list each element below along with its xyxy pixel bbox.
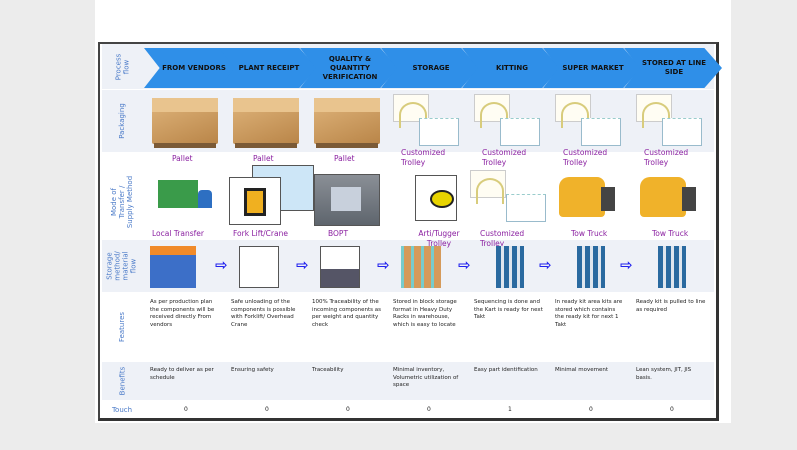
features-text: 100% Traceability of the incoming compon… <box>312 299 381 328</box>
touch-count: 0 <box>427 406 431 413</box>
kit-rack-image <box>658 246 686 288</box>
process-step-2: QUALITY & QUANTITY VERIFICATION <box>300 48 398 88</box>
trolley-drawing-image <box>474 94 510 128</box>
transfer-mode-caption: BOPT <box>328 229 349 238</box>
benefits-text: Traceability <box>312 367 344 373</box>
trolley-drawing-image <box>581 118 621 146</box>
transfer-mode-caption: Fork Lift/Crane <box>233 229 288 238</box>
tow-truck-icon <box>559 177 615 217</box>
touch-count: 0 <box>265 406 269 413</box>
row-label-packaging: Packaging <box>117 103 126 139</box>
row-label-features: Features <box>117 311 126 343</box>
transfer-mode-caption: Tow Truck <box>652 229 689 238</box>
benefits-row-band <box>102 362 714 400</box>
tugger-icon <box>415 175 457 221</box>
trolley-drawing-image <box>555 94 591 128</box>
racks-image <box>401 246 441 288</box>
transfer-mode-caption: Tow Truck <box>571 229 608 238</box>
pallet-box-image <box>314 98 380 148</box>
features-text: Sequencing is done and the Kart is ready… <box>474 299 543 320</box>
flow-arrow-icon: ⇨ <box>377 256 390 274</box>
packaging-caption: Pallet <box>253 154 274 163</box>
truck-cab-icon <box>198 190 212 208</box>
warehouse-image <box>150 246 196 288</box>
process-step-6: STORED AT LINE SIDE <box>624 48 722 88</box>
process-step-4: KITTING <box>462 48 560 88</box>
trolley-drawing-image <box>500 118 540 146</box>
touch-count: 1 <box>508 406 512 413</box>
trolley-drawing-image <box>636 94 672 128</box>
benefits-text: Lean system, JIT, JIS basis. <box>636 367 692 381</box>
kit-rack-image <box>577 246 605 288</box>
row-label-mode: Mode of Transfer / Supply Method <box>110 175 134 229</box>
bopt-image <box>314 174 380 226</box>
touch-count: 0 <box>670 406 674 413</box>
touch-count: 0 <box>346 406 350 413</box>
trolley-drawing-image <box>470 170 506 204</box>
features-text: Safe unloading of the components is poss… <box>231 299 296 328</box>
trolley-drawing-image <box>393 94 429 128</box>
process-step-5: SUPER MARKET <box>543 48 641 88</box>
benefits-text: Minimal inventory, Volumetric utilizatio… <box>393 367 459 388</box>
trolley-drawing-image <box>506 194 546 222</box>
process-step-3: STORAGE <box>381 48 479 88</box>
flow-arrow-icon: ⇨ <box>539 256 552 274</box>
benefits-text: Minimal movement <box>555 367 609 373</box>
packaging-caption: Customized Trolley <box>563 148 608 167</box>
benefits-text: Easy part identification <box>474 367 538 373</box>
pallet-box-image <box>233 98 299 148</box>
packaging-caption: Customized Trolley <box>401 148 446 167</box>
process-table: Process flow Packaging Mode of Transfer … <box>98 42 722 421</box>
features-text: Stored in block storage format in Heavy … <box>393 299 457 328</box>
process-step-1: PLANT RECEIPT <box>219 48 317 88</box>
features-text: In ready kit area kits are stored which … <box>555 299 623 328</box>
benefits-text: Ready to deliver as per schedule <box>150 367 214 381</box>
flow-arrow-icon: ⇨ <box>215 256 228 274</box>
row-label-process: Process flow <box>114 53 130 80</box>
flow-arrow-icon: ⇨ <box>620 256 633 274</box>
touch-count: 0 <box>589 406 593 413</box>
row-label-benefits: Benefits <box>118 366 126 396</box>
transfer-mode-caption: Arti/Tugger Trolley <box>418 229 460 248</box>
kit-rack-image <box>496 246 524 288</box>
scale-image <box>320 246 360 288</box>
unloading-image <box>239 246 279 288</box>
truck-icon <box>158 180 198 208</box>
tow-truck-icon <box>640 177 696 217</box>
transfer-mode-caption: Customized Trolley <box>480 229 525 248</box>
trolley-drawing-image <box>419 118 459 146</box>
trolley-drawing-image <box>662 118 702 146</box>
features-text: As per production plan the components wi… <box>150 299 215 328</box>
packaging-caption: Pallet <box>334 154 355 163</box>
forklift-icon <box>229 177 281 225</box>
row-label-touch: Touch <box>111 406 133 414</box>
touch-count: 0 <box>184 406 188 413</box>
pallet-box-image <box>152 98 218 148</box>
packaging-caption: Customized Trolley <box>644 148 689 167</box>
benefits-text: Ensuring safety <box>231 367 274 373</box>
row-label-storage: Storage method/ material flow <box>106 251 138 281</box>
flow-arrow-icon: ⇨ <box>296 256 309 274</box>
packaging-caption: Customized Trolley <box>482 148 527 167</box>
features-text: Ready kit is pulled to line as required <box>636 299 706 313</box>
flow-arrow-icon: ⇨ <box>458 256 471 274</box>
packaging-caption: Pallet <box>172 154 193 163</box>
transfer-mode-caption: Local Transfer <box>152 229 204 238</box>
